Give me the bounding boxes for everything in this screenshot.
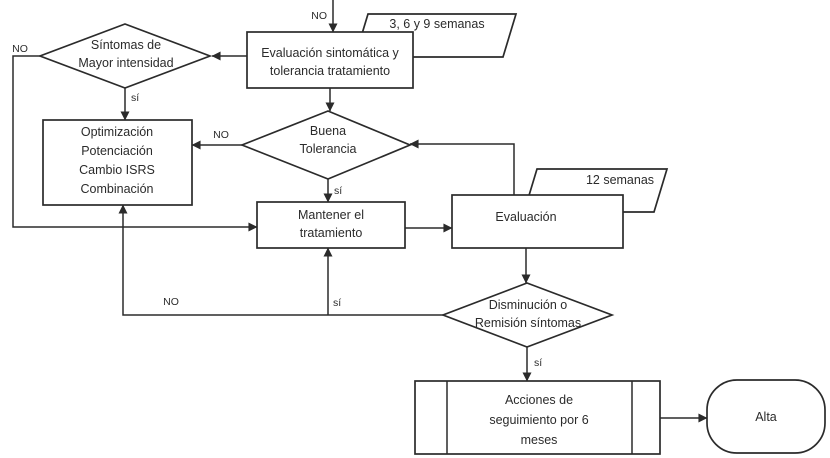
edge-label-branch-si: sí: [333, 297, 341, 309]
optimizacion-label-4: Combinación: [81, 182, 154, 196]
optimizacion-label-3: Cambio ISRS: [79, 163, 155, 177]
node-acciones-seguimiento: [414, 380, 661, 455]
node-mantener-tratamiento: [256, 201, 406, 249]
node-alta: [706, 379, 826, 454]
node-buena-tolerancia: [239, 110, 413, 180]
evaluacion-sintomatica-label-2: tolerancia tratamiento: [270, 64, 390, 78]
acciones-label-2: seguimiento por 6: [489, 413, 588, 427]
acciones-label-3: meses: [521, 433, 558, 447]
edge-remision-no-to-optimizacion: [118, 204, 443, 316]
edge-evaluacion-to-tolerancia: [409, 139, 515, 195]
acciones-label-1: Acciones de: [505, 393, 573, 407]
sintomas-intensidad-label-2: Mayor intensidad: [78, 56, 173, 70]
edge-sintomas-no-to-mantener: [12, 55, 258, 232]
buena-tolerancia-label-2: Tolerancia: [300, 142, 357, 156]
edge-label-sintomas-si: sí: [131, 92, 139, 104]
node-sintomas-intensidad: [37, 23, 213, 89]
optimizacion-label-2: Potenciación: [81, 144, 153, 158]
edge-label-entry-no: NO: [311, 10, 327, 22]
mantener-label-2: tratamiento: [300, 226, 363, 240]
semanas-3-6-9-label: 3, 6 y 9 semanas: [389, 17, 484, 31]
optimizacion-label-1: Optimización: [81, 125, 153, 139]
evaluacion-label: Evaluación: [495, 210, 556, 224]
node-optimizacion: [42, 119, 193, 206]
sintomas-intensidad-label-1: Síntomas de: [91, 38, 161, 52]
buena-tolerancia-label-1: Buena: [310, 124, 346, 138]
edge-label-sintomas-no: NO: [12, 43, 28, 55]
semanas-12-label: 12 semanas: [586, 173, 654, 187]
node-evaluacion: [451, 194, 624, 249]
disminucion-remision-label-1: Disminución o: [489, 298, 568, 312]
mantener-label-1: Mantener el: [298, 208, 364, 222]
edge-label-remision-no: NO: [163, 296, 179, 308]
edge-label-tolerancia-no: NO: [213, 129, 229, 141]
disminucion-remision-label-2: Remisión síntomas: [475, 316, 581, 330]
node-evaluacion-sintomatica: [246, 31, 414, 89]
evaluacion-sintomatica-label-1: Evaluación sintomática y: [261, 46, 399, 60]
acciones-outer-rect: [414, 380, 661, 455]
edge-label-tolerancia-si: sí: [334, 185, 342, 197]
edge-label-remision-si: sí: [534, 357, 542, 369]
node-disminucion-remision: [440, 282, 615, 348]
alta-label: Alta: [755, 410, 777, 424]
